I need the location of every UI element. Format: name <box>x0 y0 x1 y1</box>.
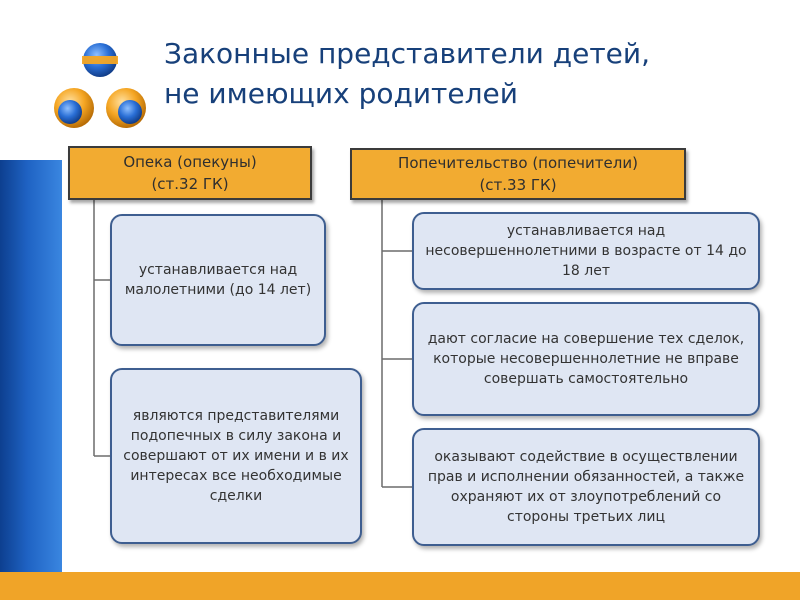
bottom-accent-bar <box>0 572 800 600</box>
guardianship-header-article: (ст.32 ГК) <box>151 175 229 193</box>
custodianship-item-2: дают согласие на совершение тех сделок, … <box>412 302 760 416</box>
custodianship-item-1: устанавливается над несовершеннолетними … <box>412 212 760 290</box>
guardianship-header: Опека (опекуны) (ст.32 ГК) <box>68 146 312 200</box>
custodianship-item-1-text: устанавливается над несовершеннолетними … <box>425 223 747 279</box>
guardianship-item-2-text: являются представителями подопечных в си… <box>123 408 349 504</box>
guardianship-item-1: устанавливается над малолетними (до 14 л… <box>110 214 326 346</box>
page-title: Законные представители детей, не имеющих… <box>164 34 764 114</box>
page-title-line-1: Законные представители детей, <box>164 37 650 70</box>
custodianship-item-2-text: дают согласие на совершение тех сделок, … <box>427 331 745 387</box>
guardianship-header-title: Опека (опекуны) <box>123 153 257 171</box>
three-spheres-logo-icon <box>54 43 146 128</box>
custodianship-item-3-text: оказывают содействие в осуществлении пра… <box>427 449 745 525</box>
page-title-line-2: не имеющих родителей <box>164 77 518 110</box>
custodianship-header-article: (ст.33 ГК) <box>479 176 557 194</box>
guardianship-item-1-text: устанавливается над малолетними (до 14 л… <box>124 262 312 298</box>
custodianship-item-3: оказывают содействие в осуществлении пра… <box>412 428 760 546</box>
guardianship-item-2: являются представителями подопечных в си… <box>110 368 362 544</box>
custodianship-header-title: Попечительство (попечители) <box>398 154 638 172</box>
custodianship-header: Попечительство (попечители) (ст.33 ГК) <box>350 148 686 200</box>
